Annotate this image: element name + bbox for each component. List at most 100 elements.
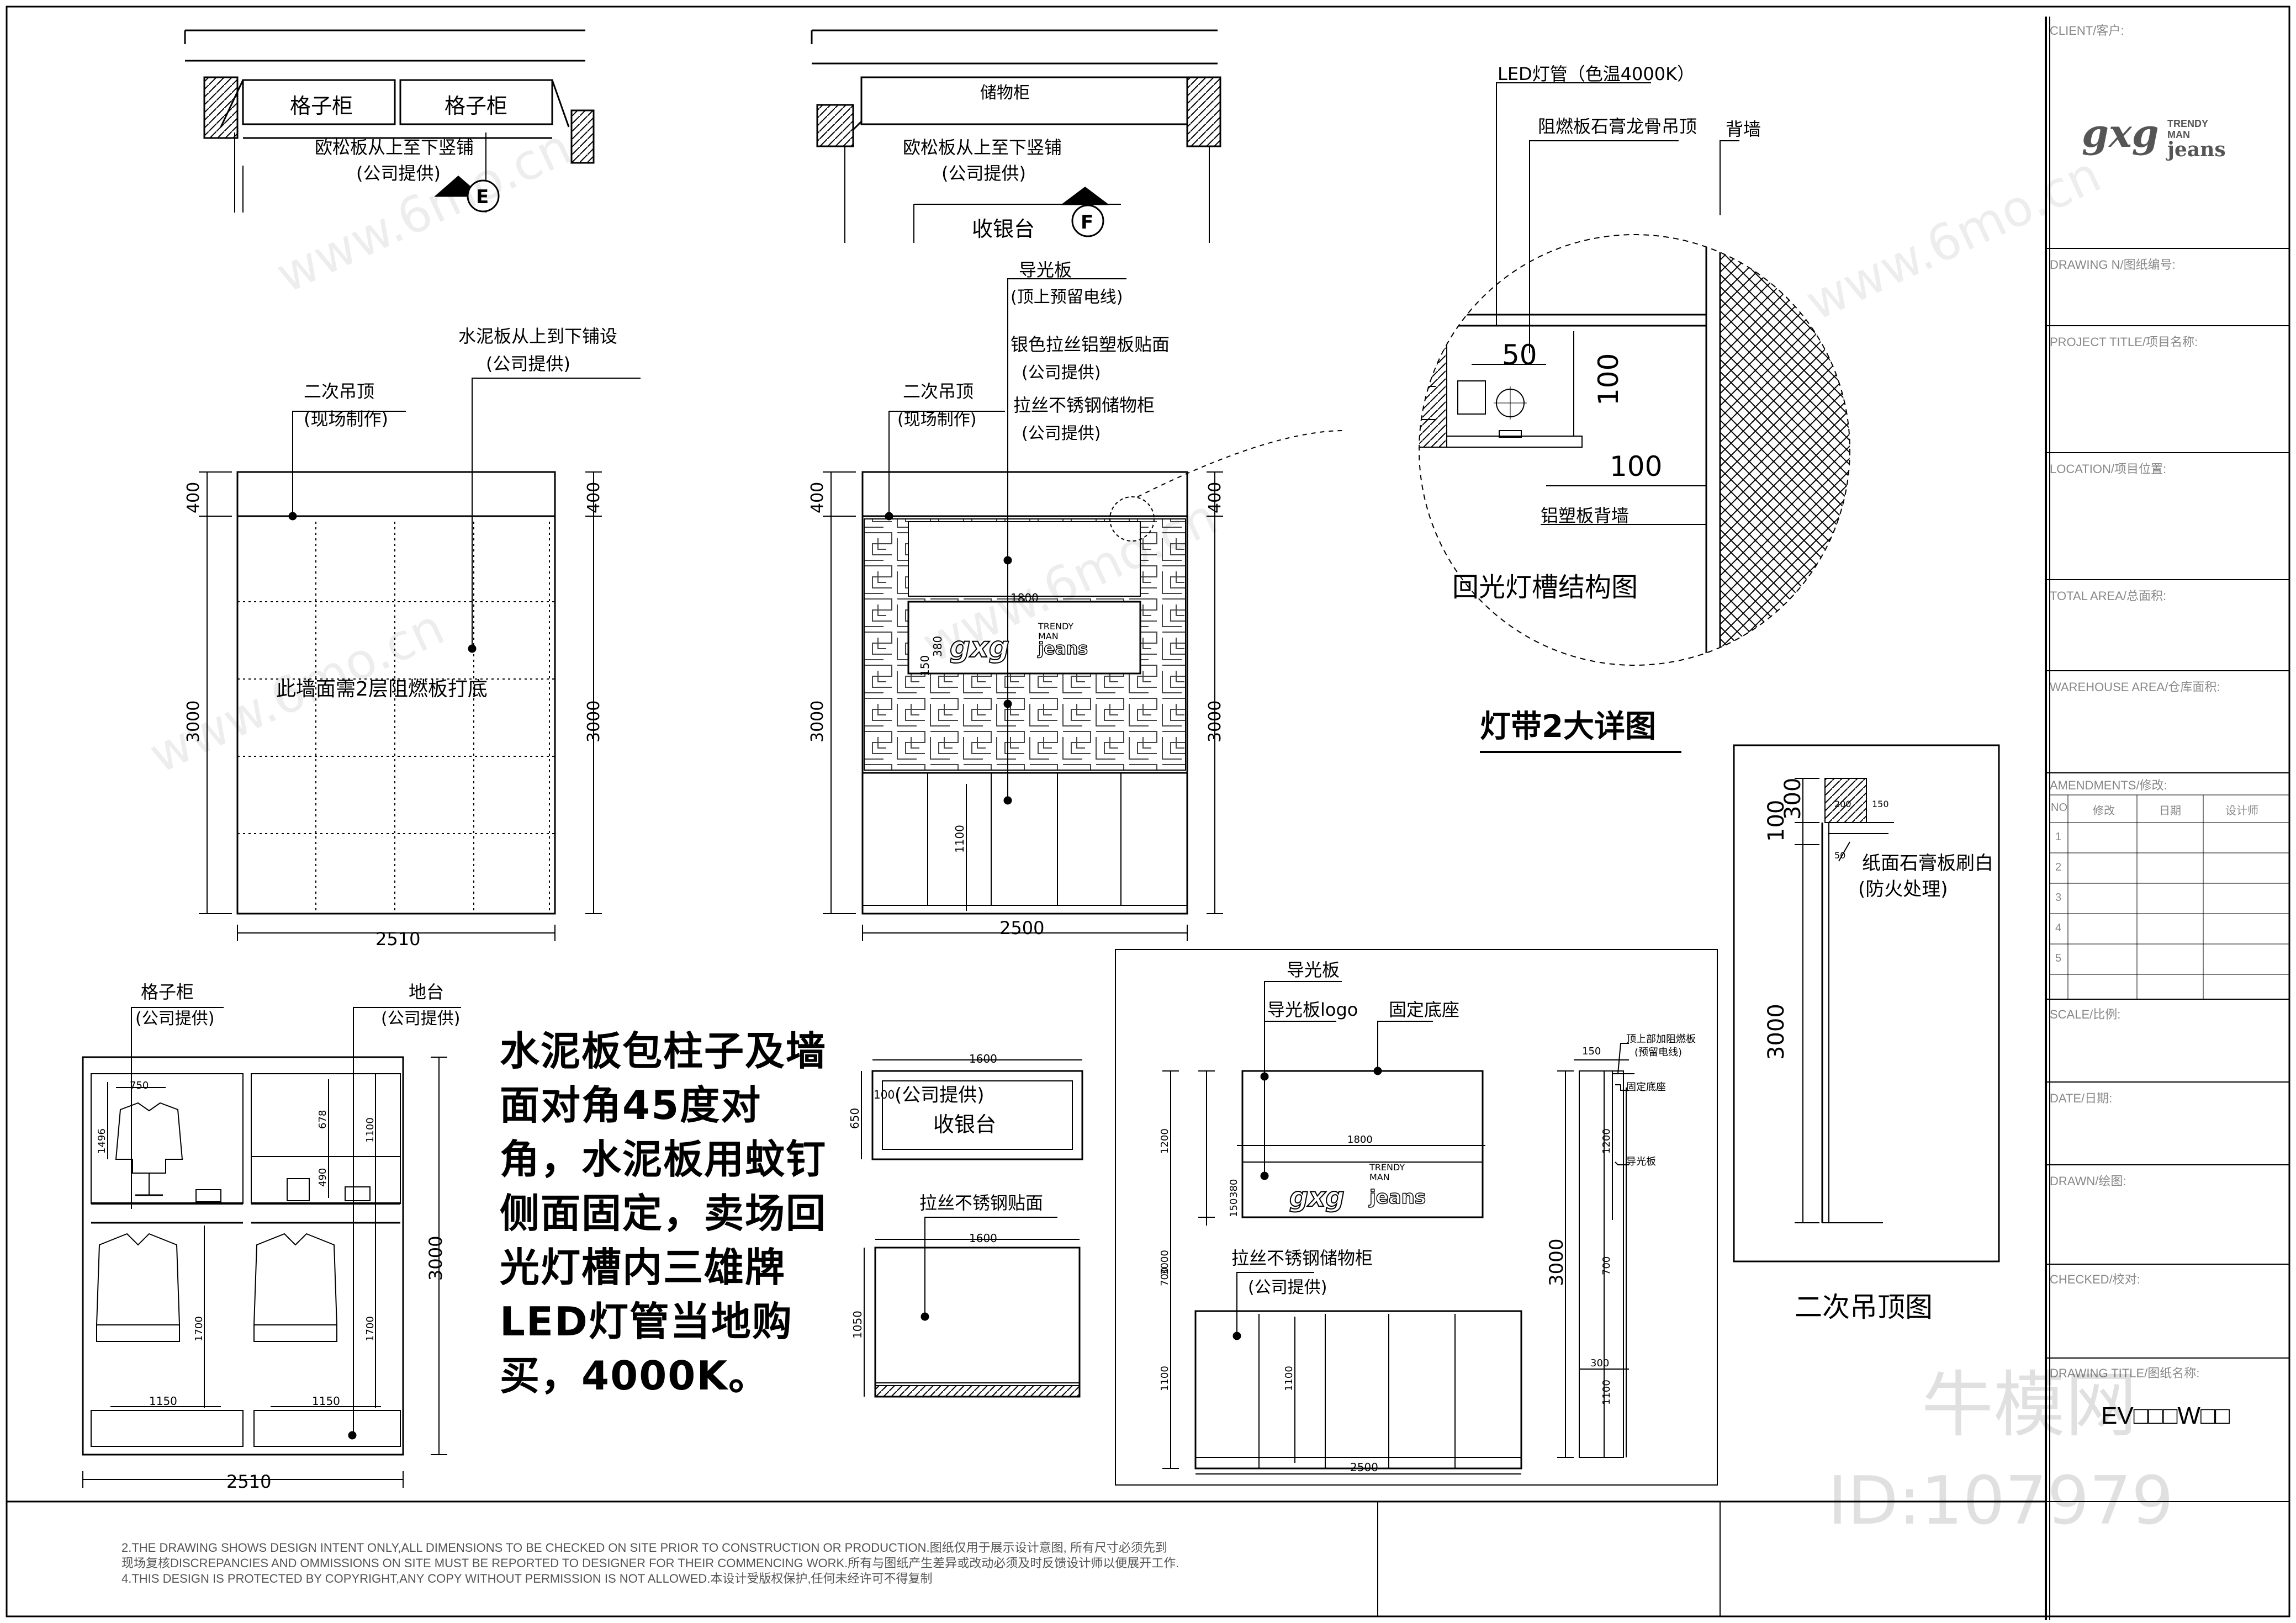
tb-amend-col-designer: 设计师 xyxy=(2225,805,2258,817)
elev-e-ceiling-label: 二次吊顶 xyxy=(304,381,374,402)
tb-drawn: DRAWN/绘图: xyxy=(2050,1174,2126,1188)
brand-logo-tagline-3: jeans xyxy=(2167,138,2226,161)
elev-f-dim-top-left: 400 xyxy=(808,482,827,513)
grid-cabinet-label: 格子柜 xyxy=(141,982,194,1003)
elev-f-dim-main-left: 3000 xyxy=(808,701,827,742)
footer-notes: 2.THE DRAWING SHOWS DESIGN INTENT ONLY,A… xyxy=(121,1540,1375,1587)
elev-e-dim-top-right: 400 xyxy=(584,482,604,513)
plan-f-supplied: (公司提供) xyxy=(941,163,1026,184)
cashier-steel-face: 拉丝不锈钢贴面 xyxy=(919,1192,1043,1213)
tb-client: CLIENT/客户: xyxy=(2050,24,2124,38)
tb-amend-row: 3 xyxy=(2055,892,2062,904)
panel-side-1200: 1200 xyxy=(1601,1128,1612,1154)
brand-logo-tagline-2: MAN xyxy=(2167,129,2190,140)
elev-e-cement-sub: (公司提供) xyxy=(486,353,570,374)
ceiling-title: 二次吊顶图 xyxy=(1795,1291,1933,1323)
elev-f-logo-tagline-2: MAN xyxy=(1038,631,1059,641)
footer-note-line: 4.THIS DESIGN IS PROTECTED BY COPYRIGHT,… xyxy=(121,1572,933,1585)
panel-dim-1100a: 1100 xyxy=(1159,1366,1171,1391)
plan-e-cabinet-label-1: 格子柜 xyxy=(290,94,353,118)
plan-f-counter: 收银台 xyxy=(972,217,1035,241)
elev-f-ceiling-label: 二次吊顶 xyxy=(903,381,974,402)
detail-light-slot xyxy=(1419,82,1850,666)
elev-f-steel-sub: (公司提供) xyxy=(1022,424,1101,443)
detail-back-wall: 背墙 xyxy=(1726,119,1761,140)
tb-date: DATE/日期: xyxy=(2050,1091,2113,1105)
elev-f-silver-sub: (公司提供) xyxy=(1022,363,1101,383)
elev-f-silver-panel: 银色拉丝铝塑板贴面 xyxy=(1011,334,1170,355)
elevation-f xyxy=(823,278,1345,941)
grid-dim-3000: 3000 xyxy=(425,1236,446,1281)
grid-cabinet-elevation xyxy=(82,1007,461,1488)
panel-steel-sub: (公司提供) xyxy=(1248,1278,1327,1297)
panel-side-base: 固定底座 xyxy=(1626,1081,1666,1093)
cashier-dim-1050: 1050 xyxy=(851,1311,864,1339)
tb-scale: SCALE/比例: xyxy=(2050,1007,2121,1021)
cashier-dim-1600b: 1600 xyxy=(969,1232,997,1245)
grid-dim-1496: 1496 xyxy=(96,1128,108,1154)
grid-dim-2510: 2510 xyxy=(226,1471,271,1492)
watermark-id: ID:107979 xyxy=(1828,1463,2174,1540)
detail-title: 灯带2大详图 xyxy=(1480,709,1656,745)
ceiling-dim-50: 50 xyxy=(1834,850,1845,861)
tb-amend-col-no: NO xyxy=(2051,802,2067,814)
tb-project-title: PROJECT TITLE/项目名称: xyxy=(2050,335,2198,349)
panel-title: 导光板 xyxy=(1287,959,1340,980)
grid-dim-1700b: 1700 xyxy=(364,1316,376,1341)
tb-drawing-title-value: EV□□□W□□ xyxy=(2101,1402,2230,1429)
elev-f-dim-top-right: 400 xyxy=(1205,482,1225,513)
panel-logo-brand: gxg xyxy=(1289,1182,1345,1213)
elev-f-logo-tagline-1: TRENDY xyxy=(1038,621,1073,632)
elev-e-dim-top-left: 400 xyxy=(184,482,203,513)
panel-side-dim-3000: 3000 xyxy=(1546,1238,1568,1286)
tb-amend-col-date: 日期 xyxy=(2159,805,2181,817)
sheet-border xyxy=(6,6,2290,1617)
elevation-e xyxy=(199,378,641,941)
detail-gypsum: 阻燃板石膏龙骨吊顶 xyxy=(1538,116,1697,137)
grid-cabinet-sub: (公司提供) xyxy=(135,1009,214,1028)
grid-dim-1150b: 1150 xyxy=(312,1394,340,1408)
grid-dim-750: 750 xyxy=(130,1080,149,1091)
elev-e-wall-note: 此墙面需2层阻燃板打底 xyxy=(276,678,488,701)
grid-dim-1100: 1100 xyxy=(364,1117,376,1143)
tb-amend-col-change: 修改 xyxy=(2093,805,2115,817)
footer-note-line: 2.THE DRAWING SHOWS DESIGN INTENT ONLY,A… xyxy=(121,1541,1167,1555)
panel-side-note-1: 顶上部加阻燃板 xyxy=(1626,1033,1696,1045)
tb-amend-row: 1 xyxy=(2055,831,2062,843)
panel-dim-2500: 2500 xyxy=(1350,1461,1378,1474)
elev-f-light-board: 导光板 xyxy=(1019,259,1072,280)
cashier-dim-1600a: 1600 xyxy=(969,1052,997,1065)
plan-e-board-note: 欧松板从上至下竖铺 xyxy=(315,137,474,158)
ceiling-detail xyxy=(1733,744,2000,1263)
panel-dim-700: 700 xyxy=(1159,1267,1171,1286)
plan-e-supplied: (公司提供) xyxy=(356,163,441,184)
panel-side-1100: 1100 xyxy=(1601,1380,1612,1405)
panel-dim-150: 150 xyxy=(1228,1198,1240,1217)
tb-drawing-title: DRAWING TITLE/图纸名称: xyxy=(2050,1366,2200,1380)
watermark-brand: 牛模网 xyxy=(1922,1363,2138,1447)
construction-notes: 水泥板包柱子及墙面对角45度对角，水泥板用蚊钉侧面固定，卖场回光灯槽内三雄牌LE… xyxy=(500,1028,827,1399)
cashier-supplied: (公司提供) xyxy=(895,1084,985,1106)
tb-warehouse-area: WAREHOUSE AREA/仓库面积: xyxy=(2050,680,2220,694)
brand-logo: gxg TRENDY MAN jeans xyxy=(2082,110,2247,177)
detail-dim-50: 50 xyxy=(1502,339,1537,371)
elev-f-light-board-sub: (顶上预留电线) xyxy=(1011,288,1123,307)
panel-logo-tagline-2: MAN xyxy=(1369,1172,1390,1182)
elev-f-dim-logo-w: 1800 xyxy=(1011,591,1039,604)
panel-base: 固定底座 xyxy=(1389,999,1459,1020)
ceiling-dim-200: 200 xyxy=(1834,799,1851,809)
tb-drawing-no: DRAWING N/图纸编号: xyxy=(2050,258,2176,272)
ceiling-dim-300: 300 xyxy=(1780,778,1806,820)
cashier-dim-100: 100 xyxy=(874,1088,895,1101)
panel-side-150: 150 xyxy=(1582,1046,1601,1057)
detail-caption: 回光灯槽结构图 xyxy=(1452,572,1638,603)
plan-f-cabinet-label: 储物柜 xyxy=(980,83,1030,103)
plan-f-marker: F xyxy=(1081,211,1093,234)
cashier-label: 收银台 xyxy=(933,1112,996,1137)
footer-note-box xyxy=(7,1500,2046,1616)
panel-dim-3000: 3000 xyxy=(1159,1250,1171,1275)
panel-logo-tagline-3: jeans xyxy=(1368,1186,1426,1208)
panel-dim-1800: 1800 xyxy=(1347,1134,1373,1145)
elev-f-steel-cabinet: 拉丝不锈钢储物柜 xyxy=(1013,395,1155,416)
